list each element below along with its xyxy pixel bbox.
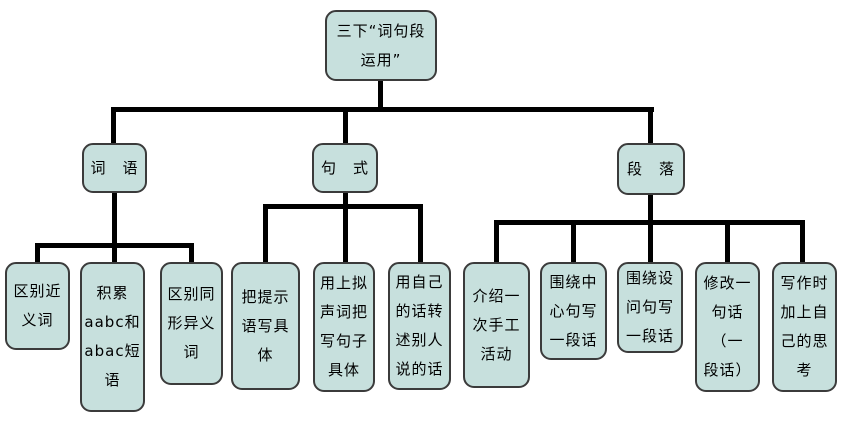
- node-leaf-synonyms: 区别近 义词: [5, 262, 70, 350]
- connector-sentence-drop-3: [418, 204, 423, 262]
- connector-paragraph-stem: [648, 195, 653, 262]
- node-leaf-own-thoughts: 写作时 加上自 己的思 考: [772, 262, 837, 392]
- connector-sentence-drop-1: [263, 204, 268, 262]
- node-leaf-handicraft: 介绍一 次手工 活动: [463, 262, 530, 388]
- connector-paragraph-drop-5: [800, 220, 805, 262]
- node-leaf-question-sentence: 围绕设 问句写 一段话: [617, 262, 683, 353]
- node-branch-sentence: 句 式: [312, 143, 378, 193]
- connector-words-drop-1: [35, 243, 40, 262]
- connector-words-bus: [35, 243, 194, 248]
- connector-drop-paragraph: [648, 107, 653, 143]
- connector-drop-words: [111, 107, 116, 143]
- node-branch-words: 词 语: [82, 143, 147, 193]
- node-leaf-prompt-words: 把提示 语写具 体: [231, 262, 300, 390]
- connector-paragraph-drop-2: [571, 220, 576, 262]
- connector-sentence-bus: [263, 204, 423, 209]
- node-leaf-onomatopoeia: 用上拟 声词把 写句子 具体: [313, 262, 375, 392]
- node-leaf-homographs: 区别同 形异义 词: [160, 262, 223, 385]
- connector-words-drop-3: [189, 243, 194, 262]
- connector-words-stem: [112, 193, 117, 262]
- node-leaf-retell: 用自己 的话转 述别人 说的话: [388, 262, 451, 390]
- connector-drop-sentence: [343, 107, 348, 143]
- connector-root-stem: [378, 81, 383, 111]
- connector-paragraph-bus: [494, 220, 805, 225]
- node-branch-paragraph: 段 落: [617, 143, 685, 195]
- node-root: 三下“词句段 运用”: [325, 10, 437, 81]
- node-leaf-revise-sentence: 修改一 句话（一 段话）: [695, 262, 760, 392]
- connector-main-bus: [111, 107, 654, 112]
- node-leaf-central-sentence: 围绕中 心句写 一段话: [540, 262, 607, 360]
- connector-sentence-stem: [343, 193, 348, 262]
- connector-paragraph-drop-1: [494, 220, 499, 262]
- connector-paragraph-drop-4: [725, 220, 730, 262]
- node-leaf-aabc-abac: 积累 aabc和 abac短 语: [80, 262, 145, 412]
